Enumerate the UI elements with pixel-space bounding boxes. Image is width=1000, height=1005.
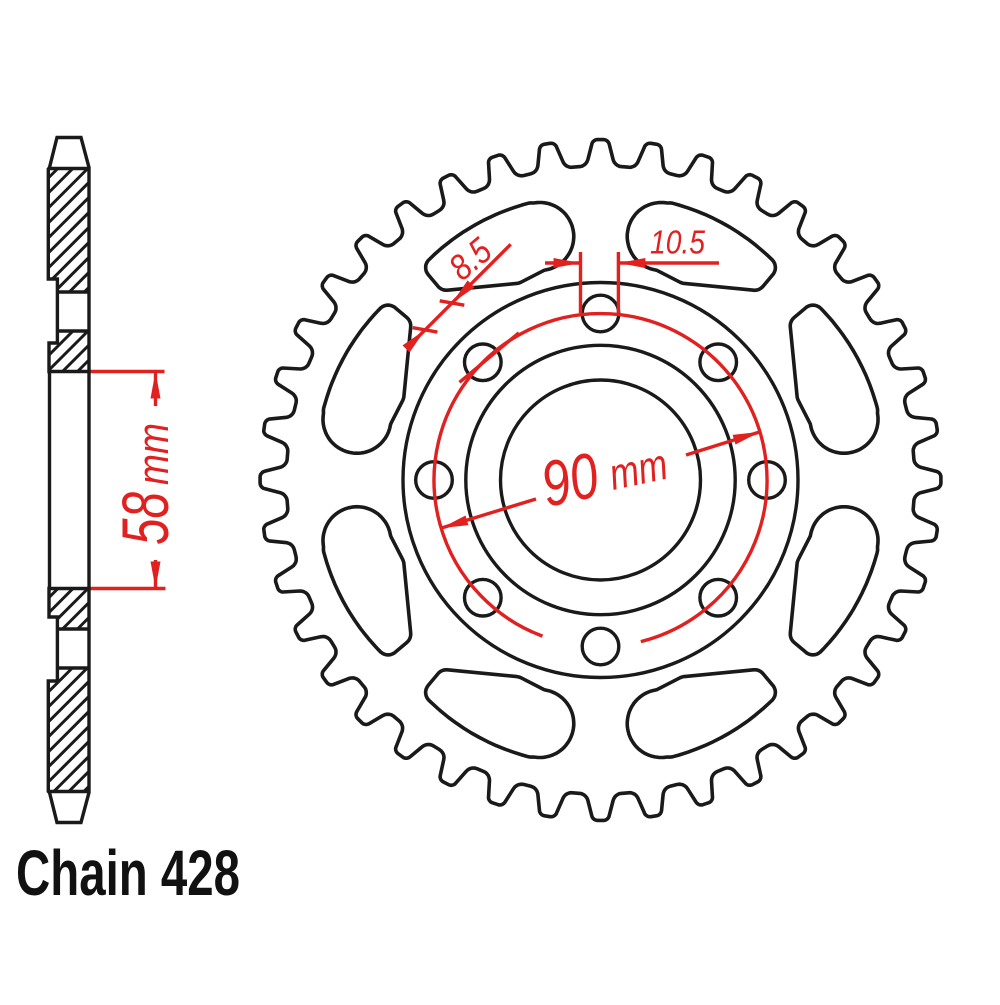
svg-text:mm: mm [129,423,178,485]
svg-text:58: 58 [108,492,182,545]
svg-text:mm: mm [605,440,672,500]
svg-text:Chain 428: Chain 428 [16,837,240,909]
svg-text:10.5: 10.5 [650,224,706,261]
